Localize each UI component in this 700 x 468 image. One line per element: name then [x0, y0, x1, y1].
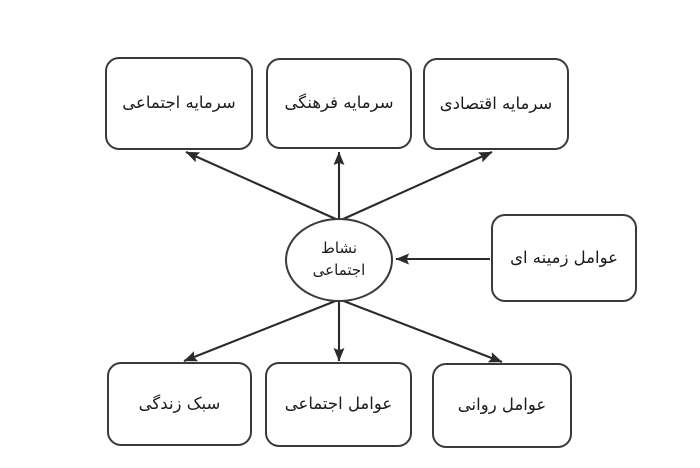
- node-social-capital[interactable]: سرمایه اجتماعی: [105, 57, 253, 150]
- node-social-factors[interactable]: عوامل اجتماعی: [265, 362, 412, 447]
- node-lifestyle[interactable]: سبک زندگی: [107, 362, 252, 446]
- node-cultural-capital[interactable]: سرمایه فرهنگی: [266, 58, 412, 149]
- edge-vitality-to-economic-capital: [340, 151, 493, 221]
- edge-vitality-to-social-capital: [185, 151, 339, 221]
- node-social-vitality-label-line2: اجتماعی: [312, 261, 366, 279]
- node-social-vitality-label-line1: نشاط: [321, 239, 357, 258]
- node-social-capital-label: سرمایه اجتماعی: [122, 93, 236, 113]
- node-cultural-capital-label: سرمایه فرهنگی: [284, 93, 394, 113]
- edge-vitality-to-psychological-factors: [340, 299, 503, 363]
- edge-vitality-to-lifestyle: [183, 299, 339, 362]
- node-psychological-factors-label: عوامل روانی: [457, 395, 547, 415]
- node-economic-capital-label: سرمایه اقتصادی: [439, 93, 553, 113]
- node-contextual-factors-label: عوامل زمینه ای: [510, 247, 618, 267]
- node-social-vitality[interactable]: نشاط اجتماعی: [285, 218, 393, 302]
- node-contextual-factors[interactable]: عوامل زمینه ای: [491, 214, 637, 302]
- node-social-factors-label: عوامل اجتماعی: [284, 394, 393, 414]
- node-economic-capital[interactable]: سرمایه اقتصادی: [423, 58, 569, 150]
- node-lifestyle-label: سبک زندگی: [138, 393, 221, 413]
- node-psychological-factors[interactable]: عوامل روانی: [432, 363, 572, 448]
